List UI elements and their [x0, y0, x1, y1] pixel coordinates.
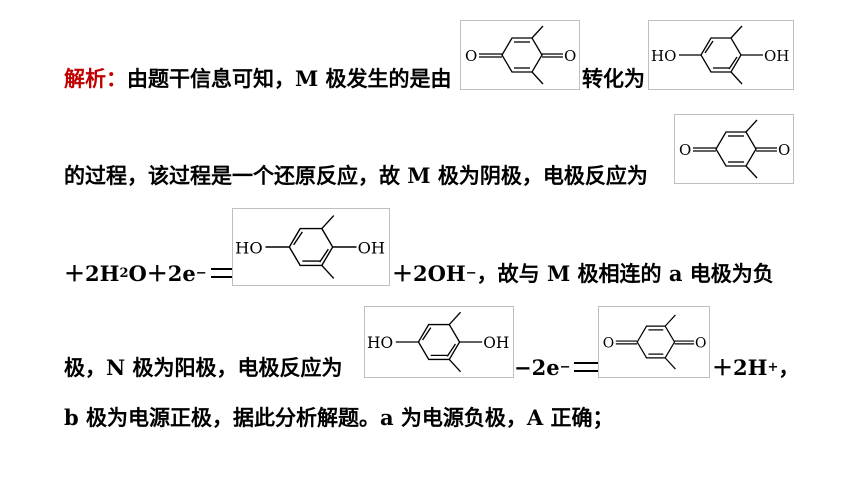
atom-o-right: O	[695, 336, 706, 352]
quinone-svg-3: O O	[603, 314, 706, 370]
atom-o-left: O	[679, 141, 691, 159]
quinone-structure-1: O O	[460, 20, 580, 90]
line4-tail: ，	[778, 355, 800, 380]
hydroquinone-structure-1: HO OH	[648, 20, 794, 90]
line2-text: 的过程，该过程是一个还原反应，故 M 极为阴极，电极反应为	[64, 163, 648, 188]
atom-oh: OH	[764, 47, 789, 65]
hydroquinone-svg-2: HO OH	[235, 215, 386, 279]
atom-oh: OH	[358, 239, 386, 258]
atom-o-right: O	[778, 141, 790, 159]
atom-o-left: O	[465, 47, 477, 65]
quinone-svg: O O	[465, 25, 576, 85]
hydroquinone-structure-3: HO OH	[364, 306, 514, 378]
line3-after: ＋2OH	[392, 261, 466, 286]
equals-sign	[210, 268, 245, 278]
line-5: b 极为电源正极，据此分析解题。a 为电源负极，A 正确；	[64, 402, 614, 432]
line5-text: b 极为电源正极，据此分析解题。a 为电源负极，A 正确；	[64, 405, 614, 430]
line3-o: O＋2e	[128, 261, 196, 286]
line-4: 极，N 极为阳极，电极反应为	[64, 352, 343, 382]
atom-ho: HO	[651, 47, 676, 65]
line-4-after: ＋2H+，	[712, 352, 799, 382]
line4-mid: −2e	[514, 354, 560, 380]
line4-sup: −	[559, 359, 571, 375]
line1-after: 转化为	[582, 66, 645, 91]
line1-before: 由题干信息可知，M 极发生的是由	[127, 66, 452, 91]
hydroquinone-structure-2: HO OH	[232, 208, 390, 286]
line3-sub: 2	[119, 265, 129, 281]
line3-sup2: −	[465, 265, 477, 281]
line3-tail: ，故与 M 极相连的 a 电极为负	[476, 261, 774, 286]
analysis-label: 解析：	[64, 66, 127, 91]
equals-sign-2	[574, 362, 609, 372]
line-2: 的过程，该过程是一个还原反应，故 M 极为阴极，电极反应为	[64, 160, 648, 190]
line-1-after: 转化为	[582, 63, 645, 93]
atom-o-left: O	[603, 336, 614, 352]
atom-oh: OH	[483, 334, 509, 352]
quinone-svg-2: O O	[679, 119, 790, 179]
quinone-structure-2: O O	[674, 114, 794, 184]
line3-sup: −	[195, 265, 207, 281]
line4-after: ＋2H	[712, 355, 768, 380]
line-3-after: ＋2OH−，故与 M 极相连的 a 电极为负	[392, 258, 774, 288]
line4-sup-plus: +	[767, 359, 779, 375]
line4-before: 极，N 极为阳极，电极反应为	[64, 355, 343, 380]
line-4-mid: −2e−	[514, 352, 612, 382]
atom-ho: HO	[367, 334, 393, 352]
atom-o-right: O	[564, 47, 576, 65]
hydroquinone-svg-3: HO OH	[367, 311, 509, 373]
line3-plus1: ＋2H	[64, 261, 120, 286]
atom-ho: HO	[235, 239, 262, 258]
quinone-structure-3: O O	[598, 306, 710, 378]
hydroquinone-svg: HO OH	[651, 25, 789, 85]
line-1: 解析： 由题干信息可知，M 极发生的是由	[64, 63, 452, 93]
